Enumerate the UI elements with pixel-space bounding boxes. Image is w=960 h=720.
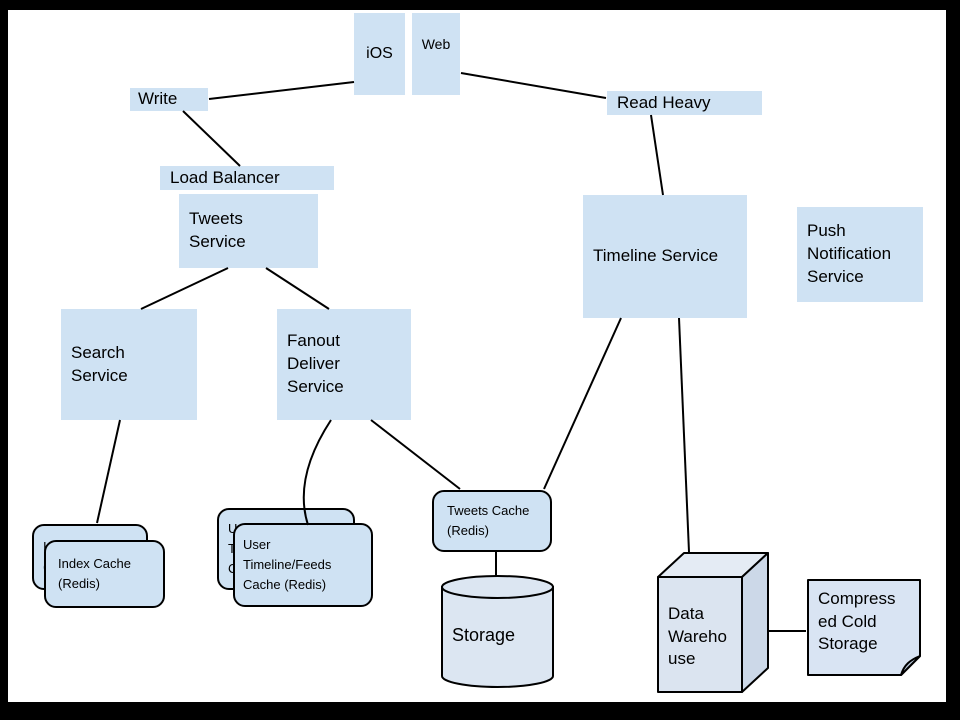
timeline-service-node: Timeline Service xyxy=(583,195,747,318)
read-heavy-flow-label: Read Heavy xyxy=(607,91,762,115)
push-notification-service-node: Push Notification Service xyxy=(797,207,923,302)
tweets-cache-node: Tweets Cache (Redis) xyxy=(432,490,552,552)
client-ios-node: iOS xyxy=(354,13,405,95)
index-cache-node: Index Cache (Redis) xyxy=(44,540,165,608)
fanout-deliver-service-node: Fanout Deliver Service xyxy=(277,309,411,420)
user-timeline-cache-node: User Timeline/Feeds Cache (Redis) xyxy=(233,523,373,607)
cold-storage-label: Compress ed Cold Storage xyxy=(818,589,896,654)
storage-label: Storage xyxy=(452,625,516,645)
client-web-node: Web xyxy=(412,13,460,95)
data-warehouse-label: Data Wareho use xyxy=(668,604,727,669)
load-balancer-node: Load Balancer xyxy=(160,166,334,190)
tweets-service-node: Tweets Service xyxy=(179,194,318,268)
write-flow-label: Write xyxy=(130,88,208,111)
search-service-node: Search Service xyxy=(61,309,197,420)
